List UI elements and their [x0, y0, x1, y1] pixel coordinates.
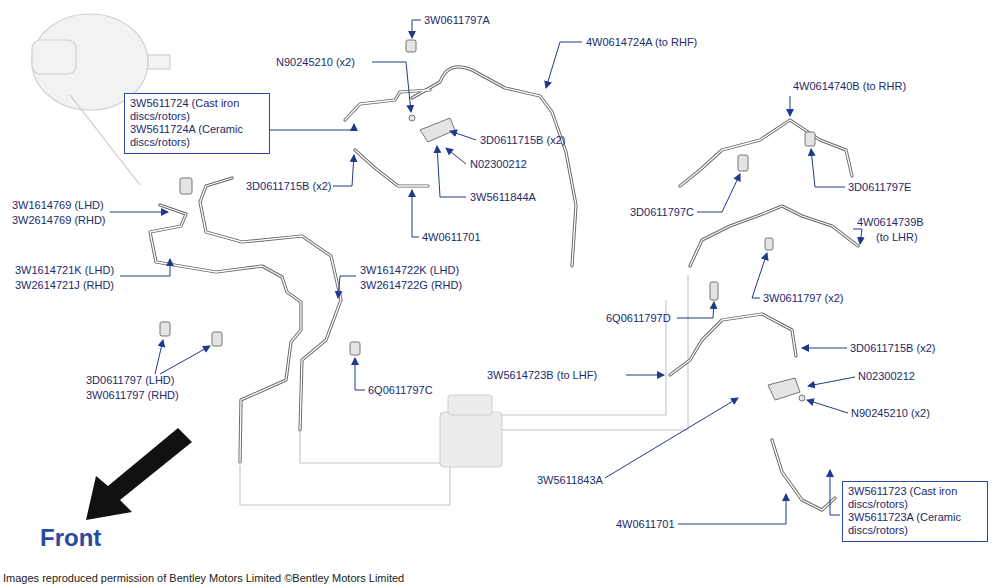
part-number: 3D0611715B (x2)	[850, 342, 935, 355]
part-number-text: 3W5611723 (Cast iron discs/rotors)	[848, 485, 982, 511]
part-number: 4W0614724A (to RHF)	[586, 36, 697, 49]
part-number-text: 3W5611724A (Ceramic discs/rotors)	[130, 123, 264, 149]
part-number-text: 3W5611724 (Cast iron discs/rotors)	[130, 97, 264, 123]
part-number: N02300212	[470, 158, 527, 171]
part-number: 3D0611715B (x2)	[246, 180, 331, 193]
part-number: 4W0611701	[422, 231, 481, 244]
callout-box: 3W5611724 (Cast iron discs/rotors)3W5611…	[124, 93, 270, 154]
part-number: 3W2614722G (RHD)	[360, 279, 462, 292]
copyright-note: Images reproduced permission of Bentley …	[3, 572, 404, 585]
part-number: 3D0611715B (x2)	[480, 134, 565, 147]
part-number: (to LHR)	[876, 231, 918, 244]
part-number: N90245210 (x2)	[851, 407, 930, 420]
callout-box: 3W5611723 (Cast iron discs/rotors)3W5611…	[842, 481, 988, 542]
part-number: 3W2614721J (RHD)	[15, 279, 114, 292]
part-number: 3D0611797 (LHD)	[86, 374, 174, 387]
part-number: 4W0614740B (to RHR)	[793, 80, 906, 93]
part-number: 6Q0611797C	[368, 384, 433, 397]
part-number: N02300212	[858, 370, 915, 383]
part-number: 3W5611843A	[537, 474, 603, 487]
part-number: 4W0614739B	[857, 216, 924, 229]
part-number: 3W0611797A	[424, 14, 490, 27]
part-number: 6Q0611797D	[606, 312, 671, 325]
part-number: 3W1614769 (LHD)	[12, 199, 104, 212]
part-number: 3W5611844A	[470, 191, 536, 204]
part-number: 4W0611701	[616, 518, 675, 531]
abs-unit	[440, 395, 502, 467]
front-arrow	[86, 428, 192, 520]
part-number: 3W0611797 (RHD)	[86, 389, 179, 402]
part-number-text: 3W5611723A (Ceramic discs/rotors)	[848, 511, 982, 537]
part-number: 3W1614722K (LHD)	[360, 264, 459, 277]
part-number: 3D0611797E	[848, 181, 911, 194]
part-number: 3W2614769 (RHD)	[12, 214, 106, 227]
part-number: 3D0611797C	[630, 206, 694, 219]
part-number: 3W0611797 (x2)	[763, 292, 844, 305]
direction-label: Front	[40, 524, 101, 552]
leader-line	[110, 20, 862, 524]
part-number: N90245210 (x2)	[276, 56, 355, 69]
part-number: 3W1614721K (LHD)	[15, 264, 114, 277]
part-number: 3W5614723B (to LHF)	[487, 369, 597, 382]
